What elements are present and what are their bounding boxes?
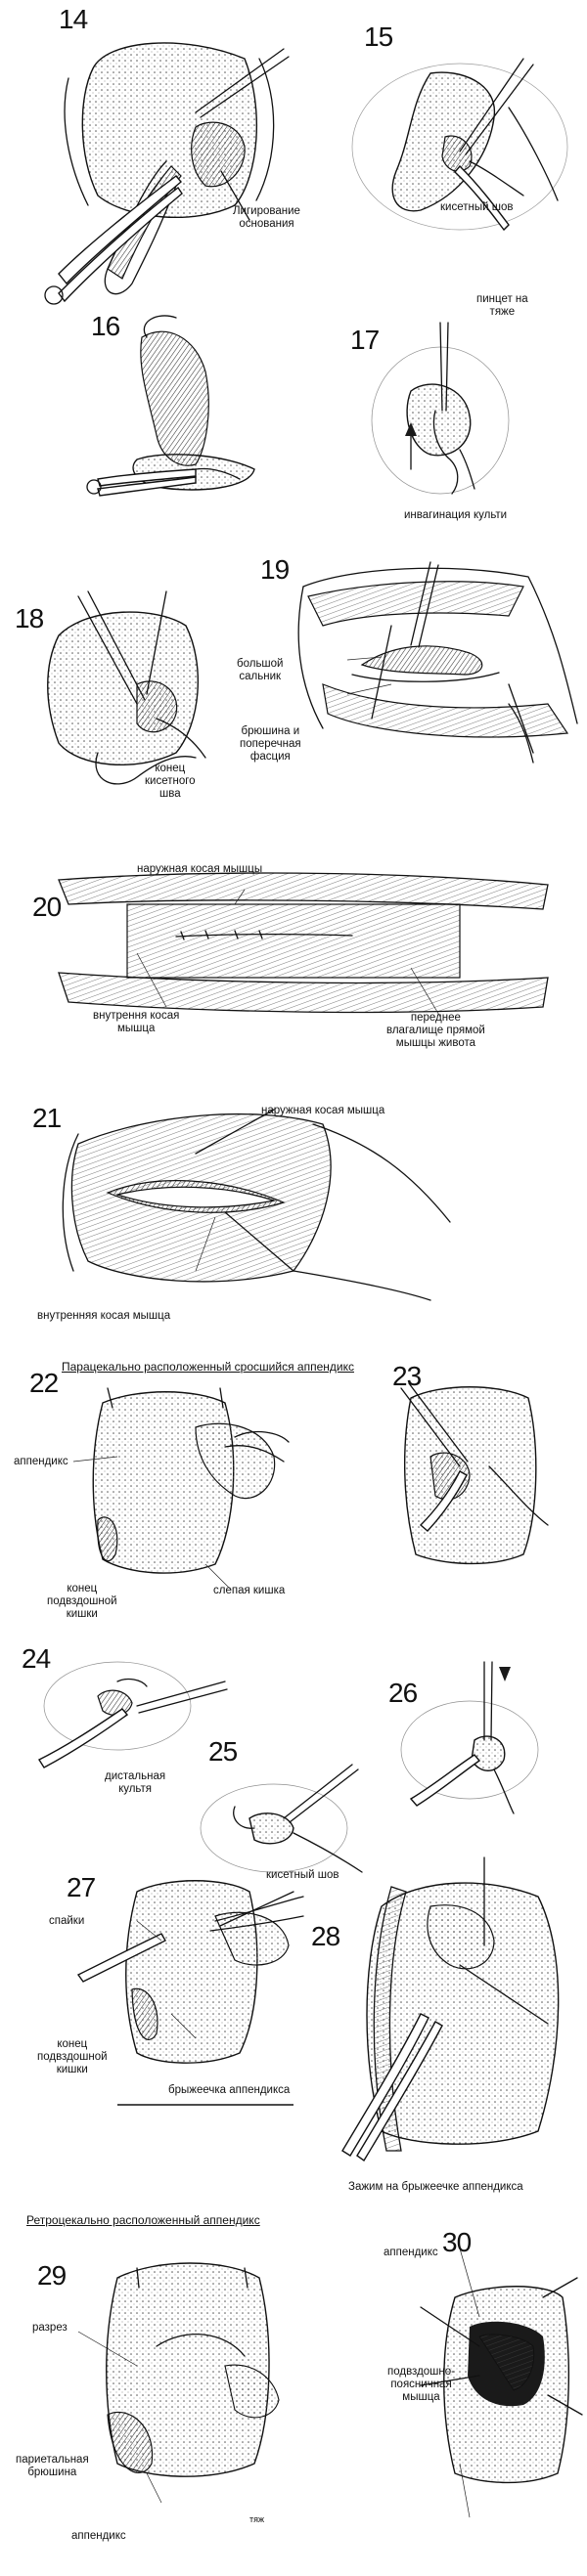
figure-19-drawing bbox=[297, 561, 578, 764]
figure-21-number: 21 bbox=[32, 1103, 62, 1133]
figure-27-number: 27 bbox=[67, 1872, 96, 1902]
figure-28-number: 28 bbox=[311, 1921, 340, 1951]
label-stump-invagination: инвагинация культи bbox=[404, 509, 508, 521]
figure-29-number: 29 bbox=[37, 2260, 67, 2291]
label-mesoappendix: брыжеечка аппендикса bbox=[168, 2084, 291, 2096]
figure-22-number: 22 bbox=[29, 1368, 59, 1398]
figure-26-drawing bbox=[400, 1661, 539, 1946]
figure-27-drawing bbox=[76, 1880, 304, 2106]
figure-24-number: 24 bbox=[22, 1643, 51, 1674]
label-iliopsoas-muscle: подвздошно- поясничная мышца bbox=[387, 2366, 455, 2403]
figure-14-drawing bbox=[44, 42, 290, 305]
figure-16-number: 16 bbox=[91, 311, 120, 341]
label-clamp-on-mesoappendix: Зажим на брыжеечке аппендикса bbox=[348, 2181, 523, 2193]
figure-22-drawing bbox=[72, 1387, 290, 1590]
figure-30-drawing bbox=[420, 2248, 583, 2518]
label-ligation: Лигирование bbox=[233, 205, 300, 217]
label-appendix-22: аппендикс bbox=[14, 1456, 68, 1467]
figure-14-number: 14 bbox=[59, 4, 88, 34]
label-cecum: слепая кишка bbox=[213, 1585, 286, 1596]
figure-21-drawing bbox=[62, 1109, 451, 1301]
label-internal-oblique-20: внутрення косая мышца bbox=[93, 1010, 180, 1034]
figure-15-drawing bbox=[351, 58, 568, 232]
figure-17-drawing bbox=[371, 322, 510, 495]
figure-23-drawing bbox=[400, 1382, 549, 1565]
label-peritoneum-fascia: брюшина и поперечная фасция bbox=[240, 725, 301, 763]
label-suture-end: конец кисетного шва bbox=[145, 763, 196, 800]
label-purse-string-suture: кисетный шов bbox=[440, 201, 514, 213]
label-base: основания bbox=[239, 218, 294, 230]
label-parietal-peritoneum: париетальная брюшина bbox=[16, 2454, 89, 2478]
label-appendix-30: аппендикс bbox=[384, 2247, 438, 2258]
figure-26-number: 26 bbox=[388, 1678, 418, 1708]
figure-25-drawing bbox=[200, 1764, 363, 1873]
label-greater-omentum: большой сальник bbox=[237, 658, 284, 682]
figure-15-number: 15 bbox=[364, 22, 393, 52]
figure-19-number: 19 bbox=[260, 554, 290, 585]
label-ileum-end-27: конец подвздошной кишки bbox=[37, 2038, 108, 2075]
label-external-oblique-21: наружная косая мышца bbox=[261, 1105, 385, 1116]
figure-16-drawing bbox=[86, 315, 255, 497]
figure-20-drawing bbox=[58, 872, 549, 1018]
label-incision: разрез bbox=[32, 2322, 68, 2334]
label-rectus-sheath: переднее влагалище прямой мышцы живота bbox=[386, 1012, 485, 1049]
figure-18-drawing bbox=[47, 590, 206, 785]
figure-20-number: 20 bbox=[32, 892, 62, 922]
figure-30-number: 30 bbox=[442, 2227, 472, 2257]
figure-28-drawing bbox=[341, 1882, 560, 2162]
label-external-oblique-20: наружная косая мышцы bbox=[137, 863, 263, 875]
figure-25-number: 25 bbox=[208, 1736, 238, 1767]
label-ileum-end-22: конец подвздошной кишки bbox=[47, 1583, 117, 1620]
figure-17-number: 17 bbox=[350, 325, 380, 355]
label-distal-stump: дистальная культя bbox=[105, 1770, 166, 1795]
label-internal-oblique-21: внутренняя косая мышца bbox=[37, 1310, 171, 1322]
label-purse-string-25: кисетный шов bbox=[266, 1869, 339, 1881]
figure-14-caption: Лигирование основания bbox=[233, 205, 300, 231]
figure-18-number: 18 bbox=[15, 603, 44, 633]
section-heading-paracecal: Парацекально расположенный сросшийся апп… bbox=[62, 1360, 354, 1374]
section-heading-retrocecal: Ретроцекально расположенный аппендикс bbox=[26, 2213, 260, 2227]
label-appendix-29: аппендикс bbox=[71, 2530, 126, 2542]
label-cord: тяж bbox=[249, 2514, 265, 2524]
figure-23-number: 23 bbox=[392, 1361, 422, 1391]
label-forceps-on-cord: пинцет на тяже bbox=[476, 293, 528, 318]
figure-29-drawing bbox=[77, 2262, 280, 2504]
label-adhesions: спайки bbox=[49, 1915, 85, 1927]
figure-24-drawing bbox=[37, 1661, 228, 1768]
